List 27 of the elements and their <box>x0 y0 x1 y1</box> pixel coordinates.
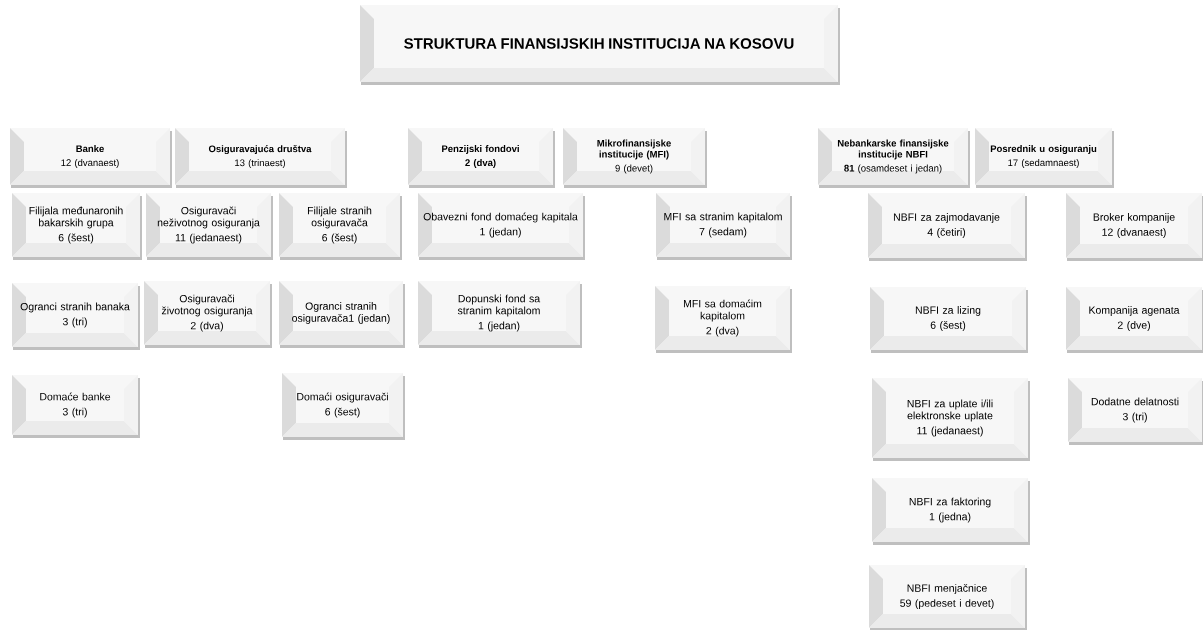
category-box: Posrednik u osiguranju 17 (sedamnaest) <box>975 128 1114 188</box>
subcategory-box: NBFI za uplate i/ili elektronske uplate 11 (jedanaest) <box>872 378 1030 461</box>
subcategory-box: Filijale stranih osiguravača 6 (šest) <box>279 193 402 260</box>
subcategory-box: Dodatne delatnosti 3 (tri) <box>1068 378 1203 445</box>
subcategory-box: MFI sa domaćim kapitalom 2 (dva) <box>655 286 792 353</box>
subcategory-box: NBFI za faktoring 1 (jedna) <box>872 478 1030 545</box>
subcategory-box: NBFI za zajmodavanje 4 (četiri) <box>868 193 1027 261</box>
title-box: STRUKTURA FINANSIJSKIH INSTITUCIJA NA KOSOVU <box>360 5 840 85</box>
subcategory-box: Kompanija agenata 2 (dve) <box>1066 287 1203 353</box>
subcategory-box: Obavezni fond domaćeg kapitala 1 (jedan) <box>418 193 585 260</box>
category-box: Banke 12 (dvanaest) <box>10 128 172 188</box>
subcategory-box: Domaće banke 3 (tri) <box>12 375 140 438</box>
subcategory-box: Osiguravači neživotnog osiguranja 11 (jedanaest) <box>146 193 273 260</box>
subcategory-box: Ogranci stranih osiguravača1 (jedan) <box>279 281 405 348</box>
category-box: Penzijski fondovi 2 (dva) <box>408 128 555 188</box>
subcategory-box: Dopunski fond sa stranim kapitalom 1 (jedan) <box>418 281 582 348</box>
subcategory-box: Domaći osiguravači 6 (šest) <box>282 373 405 440</box>
category-box: Nebankarske finansijske institucije NBFI 81 (osamdeset i jedan) <box>818 128 970 188</box>
subcategory-box: MFI sa stranim kapitalom 7 (sedam) <box>656 193 792 260</box>
subcategory-box: Filijala međunaronih bakarskih grupa 6 (šest) <box>12 193 142 260</box>
subcategory-box: Ogranci stranih banaka 3 (tri) <box>12 283 140 350</box>
subcategory-box: Broker kompanije 12 (dvanaest) <box>1066 193 1203 261</box>
subcategory-box: Osiguravači životnog osiguranja 2 (dva) <box>144 281 272 348</box>
category-box: Osiguravajuća društva 13 (trinaest) <box>175 128 347 188</box>
subcategory-box: NBFI za lizing 6 (šest) <box>870 287 1028 353</box>
subcategory-box: NBFI menjačnice 59 (pedeset i devet) <box>869 565 1027 630</box>
category-box: Mikrofinansijske institucije (MFI) 9 (devet) <box>563 128 707 188</box>
